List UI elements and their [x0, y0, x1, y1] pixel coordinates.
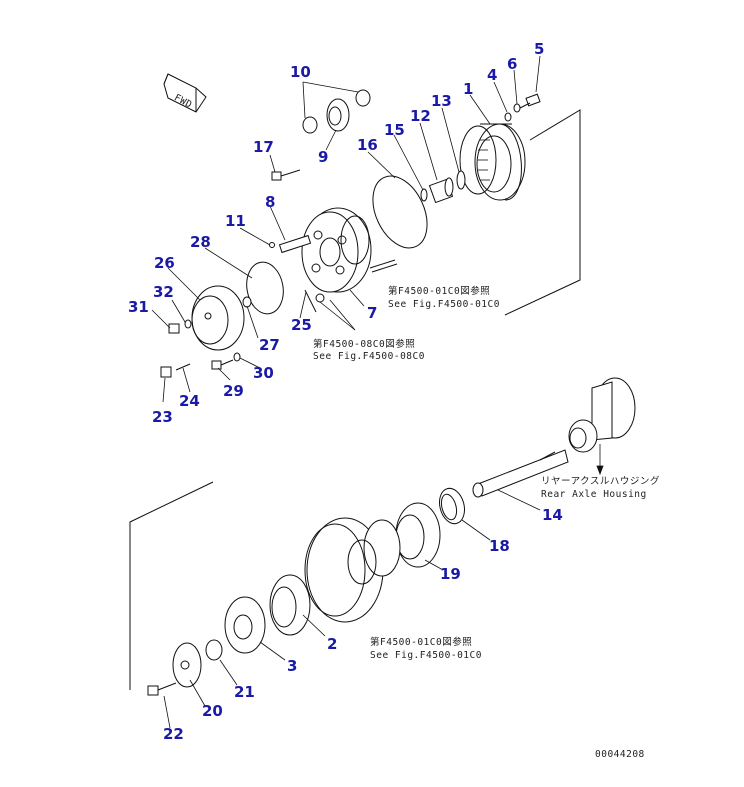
callout-26: 26	[154, 254, 175, 272]
callout-6: 6	[507, 55, 517, 73]
callout-17: 17	[253, 138, 274, 156]
upper-assembly-frame	[504, 109, 581, 316]
hub-part	[304, 517, 401, 623]
ring-13-part	[456, 170, 466, 190]
oring-16-part	[372, 175, 428, 249]
leader-lines	[151, 55, 604, 729]
callout-29: 29	[223, 382, 244, 400]
pin-24-part	[175, 363, 191, 371]
note-ref-01c0-top-en: See Fig.F4500-01C0	[388, 299, 500, 310]
bolt-5-part	[519, 93, 541, 109]
callout-12: 12	[410, 107, 431, 125]
callout-32: 32	[153, 283, 174, 301]
bearing-12-part	[428, 177, 454, 204]
carrier-7-part	[301, 207, 372, 293]
plate-20-part	[172, 642, 202, 688]
bolt-29-part	[211, 359, 234, 370]
note-housing-jp: リヤーアクスルハウジング	[541, 475, 660, 487]
note-housing-en: Rear Axle Housing	[541, 489, 647, 500]
bolt-ref-01c0-part	[369, 259, 398, 273]
lower-assembly-frame	[129, 481, 214, 690]
callout-27: 27	[259, 336, 280, 354]
axle-shaft-14-part	[472, 449, 569, 498]
washer-6-part	[513, 103, 521, 113]
callout-numbers: 1 2 3 4 5 6 7 8 9 10 11 12 13 14 15 16 1…	[128, 40, 563, 743]
planet-gear-9-part	[326, 98, 350, 132]
ring-gear-part	[459, 123, 526, 201]
note-ref-08c0-jp: 第F4500-08C0図参照	[313, 338, 415, 350]
bushing-18-part	[439, 487, 465, 525]
pin-4-part	[504, 112, 512, 122]
callout-14: 14	[542, 506, 563, 524]
callout-18: 18	[489, 537, 510, 555]
callout-9: 9	[318, 148, 328, 166]
washer-27-part	[242, 296, 252, 308]
callout-1: 1	[463, 80, 473, 98]
bolt-31-part	[168, 323, 180, 334]
rear-axle-housing-part	[568, 377, 636, 453]
plate-3-part	[224, 596, 266, 654]
callout-21: 21	[234, 683, 255, 701]
washer-30-part	[233, 352, 241, 362]
callout-30: 30	[253, 364, 274, 382]
drawing-number: 00044208	[595, 749, 645, 760]
ring-15-part	[420, 188, 428, 202]
bearing-19-part	[395, 502, 441, 568]
callout-3: 3	[287, 657, 297, 675]
callout-20: 20	[202, 702, 223, 720]
callout-24: 24	[179, 392, 200, 410]
callout-8: 8	[265, 193, 275, 211]
callout-15: 15	[384, 121, 405, 139]
cover-26-part	[191, 285, 245, 351]
callout-5: 5	[534, 40, 544, 58]
bolt-23-part	[160, 366, 172, 378]
fwd-arrow-icon: FWD	[163, 73, 207, 113]
lock-21-part	[205, 639, 223, 661]
callout-2: 2	[327, 635, 337, 653]
callout-25: 25	[291, 316, 312, 334]
bolt-22-part	[147, 682, 177, 696]
reference-notes: 第F4500-01C0図参照 See Fig.F4500-01C0 第F4500…	[313, 285, 660, 760]
callout-11: 11	[225, 212, 246, 230]
callout-23: 23	[152, 408, 173, 426]
shaft-8-part	[278, 234, 312, 254]
callout-10: 10	[290, 63, 311, 81]
pin-11-part	[269, 242, 275, 248]
callout-16: 16	[357, 136, 378, 154]
note-ref-01c0-bottom-en: See Fig.F4500-01C0	[370, 650, 482, 661]
bearing-2-part	[269, 574, 311, 636]
note-ref-08c0-en: See Fig.F4500-08C0	[313, 351, 425, 362]
bolt-25-part	[304, 289, 325, 313]
callout-4: 4	[487, 66, 497, 84]
note-ref-01c0-top-jp: 第F4500-01C0図参照	[388, 285, 490, 297]
callout-22: 22	[163, 725, 184, 743]
callout-13: 13	[431, 92, 452, 110]
bearing-10-part	[302, 89, 371, 134]
callout-19: 19	[440, 565, 461, 583]
bolt-17-part	[271, 169, 301, 181]
oring-28-part	[246, 261, 284, 315]
note-ref-01c0-bottom-jp: 第F4500-01C0図参照	[370, 636, 472, 648]
washer-32-part	[184, 319, 192, 329]
callout-31: 31	[128, 298, 149, 316]
callout-7: 7	[367, 304, 377, 322]
callout-28: 28	[190, 233, 211, 251]
